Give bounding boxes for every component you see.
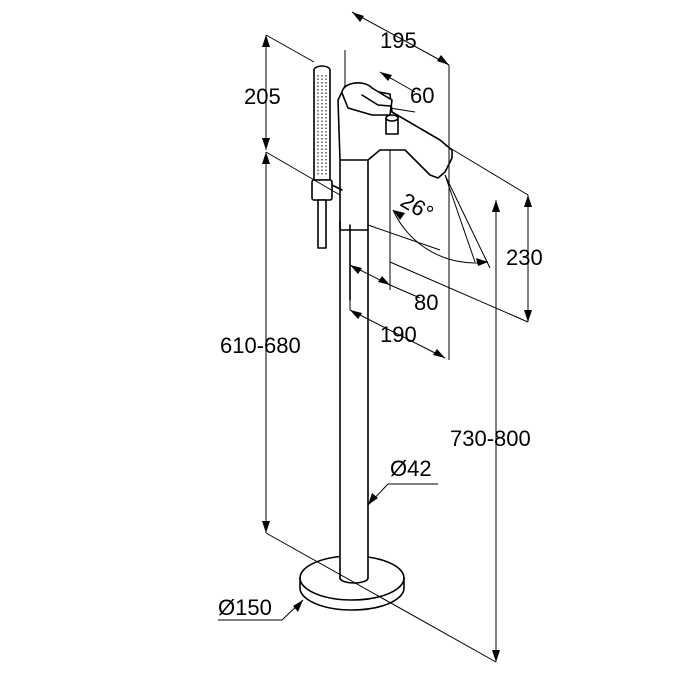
dim-spout-reach <box>349 300 446 359</box>
diverter-knob <box>385 114 399 135</box>
dim-lever-width <box>379 71 416 113</box>
dim-column-offset-label: 80 <box>414 290 438 315</box>
dim-total-height <box>265 200 500 663</box>
dim-base-diameter <box>218 599 304 621</box>
dim-spout-angle <box>367 150 491 290</box>
dim-base-diameter-label: Ø150 <box>218 595 272 620</box>
faucet-column <box>339 149 369 584</box>
dim-column-offset <box>349 264 421 299</box>
dim-handle-height-label: 610-680 <box>220 333 301 358</box>
hand-shower <box>311 65 343 249</box>
dim-hand-shower-height <box>262 34 341 196</box>
dim-spout-height-label: 230 <box>506 245 543 270</box>
dim-total-height-label: 730-800 <box>450 426 531 451</box>
dim-lever-width-label: 60 <box>410 83 434 108</box>
dim-spout-reach-label: 190 <box>380 322 417 347</box>
dim-hand-shower-height-label: 205 <box>244 84 281 109</box>
dim-width-top-label: 195 <box>380 28 417 53</box>
dim-width-top <box>344 11 450 360</box>
dim-column-diameter-label: Ø42 <box>390 456 432 481</box>
dim-spout-angle-label: 26° <box>396 188 437 226</box>
dim-spout-height <box>389 144 532 323</box>
dim-handle-height <box>262 152 270 533</box>
dim-column-diameter <box>367 483 438 506</box>
